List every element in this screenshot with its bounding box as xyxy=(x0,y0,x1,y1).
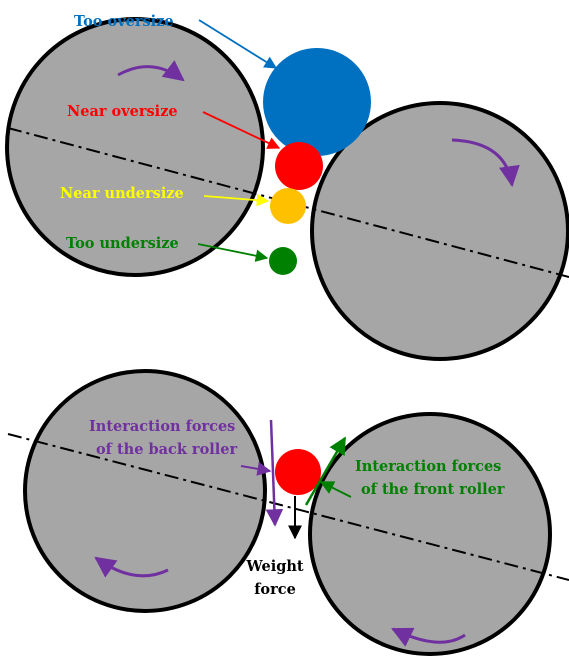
back-roller-tangential-force-arrow xyxy=(265,419,284,527)
weight-force-label-line1: Weight xyxy=(245,558,304,575)
bottom-front-roller xyxy=(308,412,552,656)
near-undersize-particle xyxy=(270,188,306,224)
top-back-roller xyxy=(5,17,265,277)
near-oversize-pointer xyxy=(202,111,281,149)
near-oversize-label: Near oversize xyxy=(67,103,178,120)
back-roller-normal-force-pointer xyxy=(240,461,272,476)
near-undersize-pointer xyxy=(203,193,270,207)
weight-force-label-line2: force xyxy=(254,581,296,598)
front-roller-normal-force-pointer xyxy=(319,481,352,498)
bottom-front-roller-rotation-arrow xyxy=(391,627,466,647)
back-roller-forces-label-line1: Interaction forces xyxy=(89,418,235,435)
front-roller-forces-label-line2: of the front roller xyxy=(361,481,505,498)
front-roller-forces-label-line1: Interaction forces xyxy=(355,458,501,475)
too-oversize-particle xyxy=(263,48,371,156)
back-roller-forces-label-line2: of the back roller xyxy=(96,441,237,458)
top-back-roller-rotation-arrow xyxy=(117,60,185,82)
too-oversize-pointer xyxy=(198,19,278,69)
too-oversize-label: Too oversize xyxy=(74,13,174,30)
near-oversize-particle xyxy=(275,142,323,190)
bottom-back-roller-rotation-arrow xyxy=(94,556,169,578)
front-roller-tangential-force-arrow xyxy=(304,436,347,506)
bottom-back-roller xyxy=(23,369,267,613)
top-panel: Too oversize Near oversize Near undersiz… xyxy=(5,13,569,361)
particle-between-rollers xyxy=(275,449,321,495)
too-undersize-particle xyxy=(269,247,297,275)
too-undersize-pointer xyxy=(197,243,269,262)
top-front-roller-rotation-arrow xyxy=(451,138,520,188)
bottom-panel: Interaction forces of the back roller In… xyxy=(7,369,569,656)
bottom-centerline xyxy=(7,433,569,581)
near-undersize-label: Near undersize xyxy=(60,185,184,202)
too-undersize-label: Too undersize xyxy=(66,235,179,252)
